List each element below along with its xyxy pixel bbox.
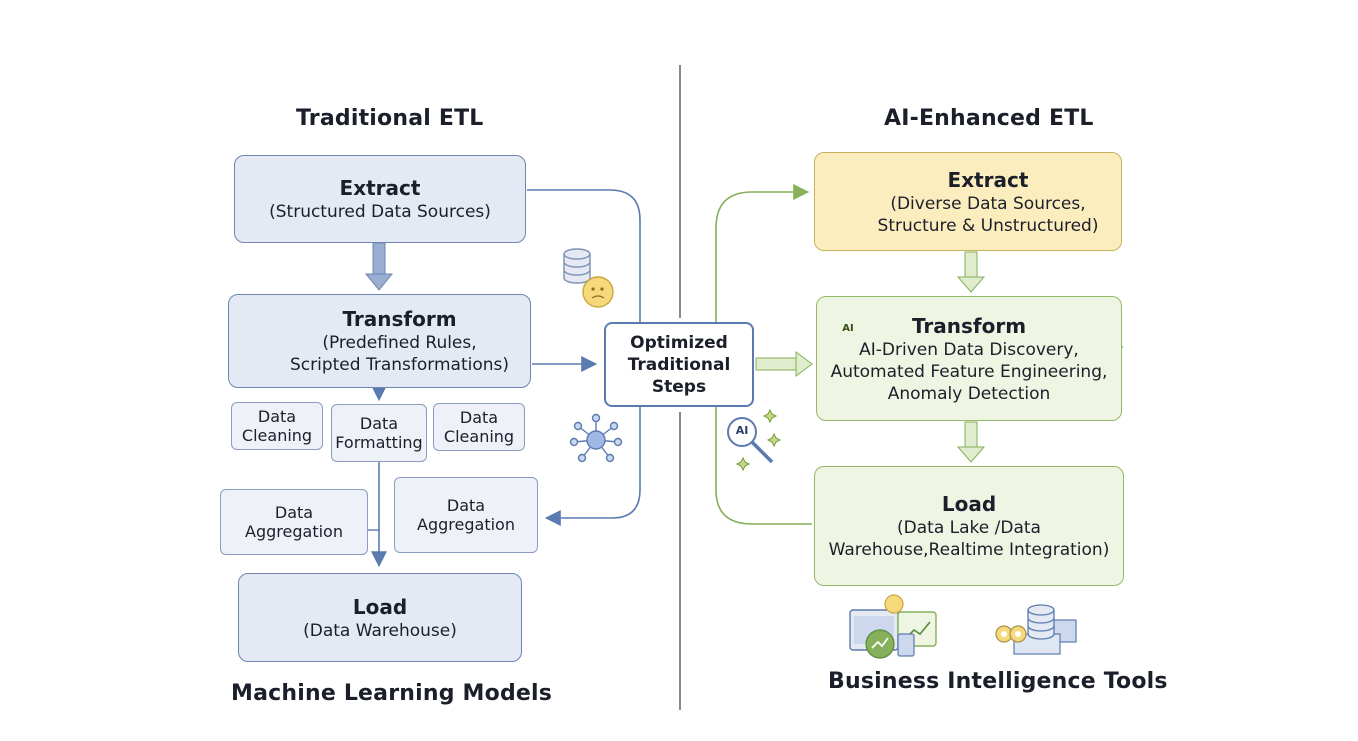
optimized-line1: Optimized [630,332,728,353]
right-extract-sub1: (Diverse Data Sources, [890,193,1086,214]
step-label-line2: Cleaning [443,427,515,446]
step-label-line2: Formatting [335,433,423,452]
step-label-line1: Data [257,407,297,426]
step-data-cleaning-1: Data Cleaning [231,402,323,450]
right-transform-sub3: Anomaly Detection [887,383,1051,404]
step-label-line2: Aggregation [417,515,515,534]
optimized-line2: Traditional [627,354,731,375]
network-icon [569,413,623,463]
left-title: Traditional ETL [296,106,484,131]
ai-extract-to-transform-arrow [956,251,986,293]
right-load-box: Load (Data Lake /Data Warehouse,Realtime… [814,466,1124,586]
right-load-sub1: (Data Lake /Data [897,518,1041,538]
step-label-line2: Cleaning [241,426,313,445]
extract-to-transform-arrow [364,242,394,291]
left-load-sub: (Data Warehouse) [303,620,457,641]
right-transform-title: Transform [911,313,1027,338]
step-label-line1: Data [274,503,314,522]
left-transform-box: Transform (Predefined Rules, Scripted Tr… [228,294,531,388]
bi-database-icon [995,604,1077,655]
left-load-box: Load (Data Warehouse) [238,573,522,662]
step-label-line1: Data [459,408,499,427]
left-transform-title: Transform [342,307,457,331]
left-extract-box: Extract (Structured Data Sources) [234,155,526,243]
ai-loop-path [715,184,812,525]
right-transform-sub1: AI-Driven Data Discovery, [859,339,1079,360]
left-footer: Machine Learning Models [231,681,553,706]
optimized-steps-box: Optimized Traditional Steps [604,322,754,407]
optimized-to-ai-arrow [755,351,813,377]
step-label-line2: Aggregation [245,522,343,541]
right-footer: Business Intelligence Tools [828,669,1168,694]
right-extract-box: Extract (Diverse Data Sources, Structure… [814,152,1122,251]
ai-magnifier-badge: AI [735,424,749,437]
step-data-aggregation-1: Data Aggregation [220,489,368,555]
right-transform-sub2: Automated Feature Engineering, [830,361,1108,382]
left-extract-sub: (Structured Data Sources) [269,202,491,222]
database-face-icon [563,248,614,308]
step-data-aggregation-2: Data Aggregation [394,477,538,553]
left-transform-sub1: (Predefined Rules, [322,333,477,353]
bi-dashboard-icon [849,594,937,659]
step-label-line1: Data [446,496,486,515]
left-load-title: Load [352,594,408,619]
right-extract-title: Extract [947,167,1029,192]
ai-magnifier-icon [727,417,774,464]
right-extract-sub2: Structure & Unstructured) [877,215,1099,236]
sparkle-icons [735,408,782,472]
left-extract-title: Extract [339,176,421,200]
right-load-sub2: Warehouse,Realtime Integration) [828,540,1110,560]
optimized-line3: Steps [651,376,707,397]
ai-network-badge: AI [842,323,854,334]
right-load-title: Load [941,492,997,516]
right-title: AI-Enhanced ETL [884,106,1094,131]
step-label-line1: Data [359,414,399,433]
step-data-cleaning-2: Data Cleaning [433,403,525,451]
right-transform-box: Transform AI-Driven Data Discovery, Auto… [816,296,1122,421]
step-data-formatting: Data Formatting [331,404,427,462]
ai-transform-to-load-arrow [956,421,986,463]
left-transform-sub2: Scripted Transformations) [290,355,509,375]
